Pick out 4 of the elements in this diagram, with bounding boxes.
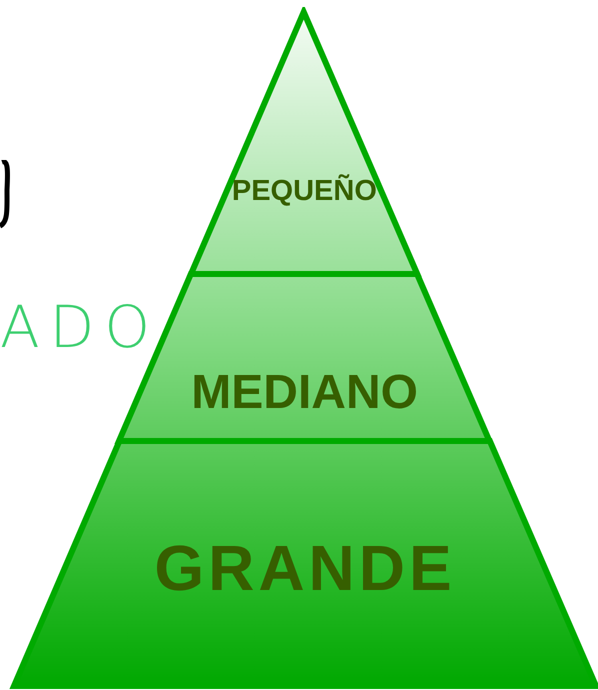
pyramid-level <box>186 7 422 279</box>
level-label: MEDIANO <box>191 369 418 417</box>
level-label: GRANDE <box>154 536 456 600</box>
handwritten-text: ADO <box>0 298 160 356</box>
